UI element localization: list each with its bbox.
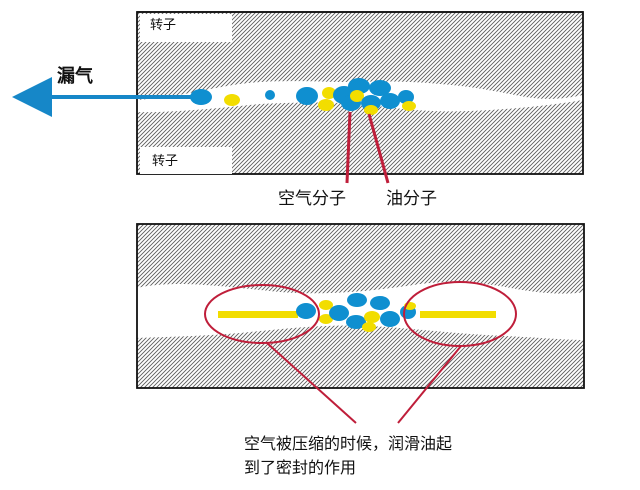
bottom-molecules (218, 293, 496, 332)
caption-line-1: 空气被压缩的时候，润滑油起 (244, 434, 453, 453)
top-rotor-label-bg (140, 14, 232, 42)
air-molecule (369, 80, 391, 96)
bottom-rotor-label: 转子 (152, 154, 179, 169)
top-molecules (190, 78, 416, 115)
bottom-frame (136, 223, 585, 389)
oil-molecule (350, 90, 364, 102)
air-molecule (190, 89, 212, 105)
oil-molecule (322, 87, 336, 99)
oil-molecule (402, 101, 416, 111)
bottom-upper-rotor (137, 224, 584, 294)
oil-molecule (319, 314, 333, 324)
air-molecule-label: 空气分子 (278, 189, 346, 209)
air-molecule (398, 90, 414, 104)
caption-line-2: 到了密封的作用 (244, 458, 357, 477)
air-molecule (380, 311, 400, 327)
left-seal-callout-ellipse (204, 284, 320, 344)
oil-seal-right (420, 311, 496, 318)
air-molecule (347, 293, 367, 307)
air-molecule (329, 305, 349, 321)
left-caption-callout-line (266, 342, 357, 424)
air-molecule (346, 315, 366, 329)
oil-callout-line (367, 113, 390, 184)
oil-molecule (364, 105, 378, 115)
top-frame (136, 11, 584, 175)
air-callout-line (345, 111, 352, 184)
right-caption-callout-line (397, 345, 462, 424)
top-lower-rotor (137, 100, 583, 174)
air-molecule (296, 303, 316, 319)
oil-molecule (318, 99, 334, 111)
oil-molecule (319, 300, 333, 310)
air-molecule (370, 296, 390, 310)
air-molecule (265, 90, 275, 100)
bottom-rotor-label-bg (140, 147, 232, 174)
air-molecule (348, 78, 370, 94)
top-rotor-label: 转子 (150, 18, 177, 33)
oil-molecule-label: 油分子 (386, 189, 437, 209)
bottom-diagram (136, 223, 585, 424)
air-molecule (380, 93, 400, 109)
bottom-lower-rotor (137, 325, 584, 388)
oil-molecule (224, 94, 240, 106)
top-diagram (12, 11, 584, 184)
air-molecule (296, 87, 318, 105)
leak-label: 漏气 (57, 66, 93, 87)
oil-seal-left (218, 311, 298, 318)
oil-molecule (362, 322, 376, 332)
oil-molecule (364, 311, 380, 323)
